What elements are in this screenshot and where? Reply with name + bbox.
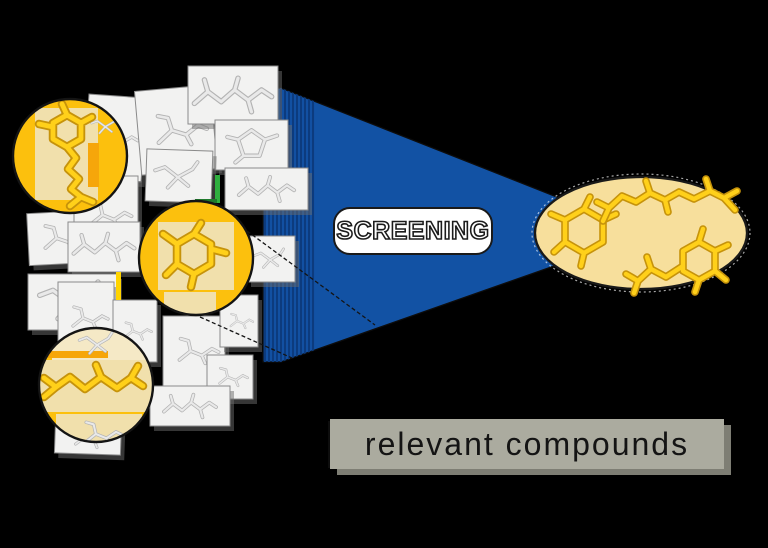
molecule-card <box>149 385 234 431</box>
relevant-compounds-ellipse <box>531 173 751 297</box>
screening-label: SCREENING <box>336 216 490 246</box>
result-label: relevant compounds <box>364 425 690 462</box>
magnifier-leader-lines <box>199 230 376 359</box>
gold-molecule-zigzag-chain <box>593 175 741 225</box>
magnifier-ring-icon <box>11 97 129 215</box>
molecule-card <box>224 167 312 215</box>
gold-molecule-zigzag-chain <box>39 360 148 402</box>
molecule-card <box>67 221 144 277</box>
molecule-card <box>246 235 299 287</box>
gold-molecule-ring-with-tail <box>622 225 732 297</box>
magnifier-circle-center <box>137 199 255 317</box>
gold-molecule-ring-with-chain <box>34 99 98 211</box>
stack-accent <box>116 272 121 300</box>
magnifier-circle-bottom-left <box>37 326 155 444</box>
magnifier-ring-icon <box>37 326 155 444</box>
gold-molecule-hex-ring <box>547 193 620 270</box>
gold-molecule-hex-ring <box>158 218 231 292</box>
label-left-tick <box>328 421 331 468</box>
card-face <box>214 119 289 171</box>
molecule-card <box>214 119 292 175</box>
molecule-card <box>187 65 282 129</box>
magnifier-circle-top-left <box>11 97 129 215</box>
magnifier-leader-line <box>246 230 376 326</box>
magnifier-ring-icon <box>137 199 255 317</box>
stack-accent <box>215 175 220 203</box>
molecule-card <box>144 148 217 209</box>
result-label-box: relevant compounds <box>330 419 724 469</box>
screening-label-box: SCREENING <box>333 207 493 255</box>
molecule-card <box>219 294 262 352</box>
magnifier-leader-line <box>199 316 293 359</box>
